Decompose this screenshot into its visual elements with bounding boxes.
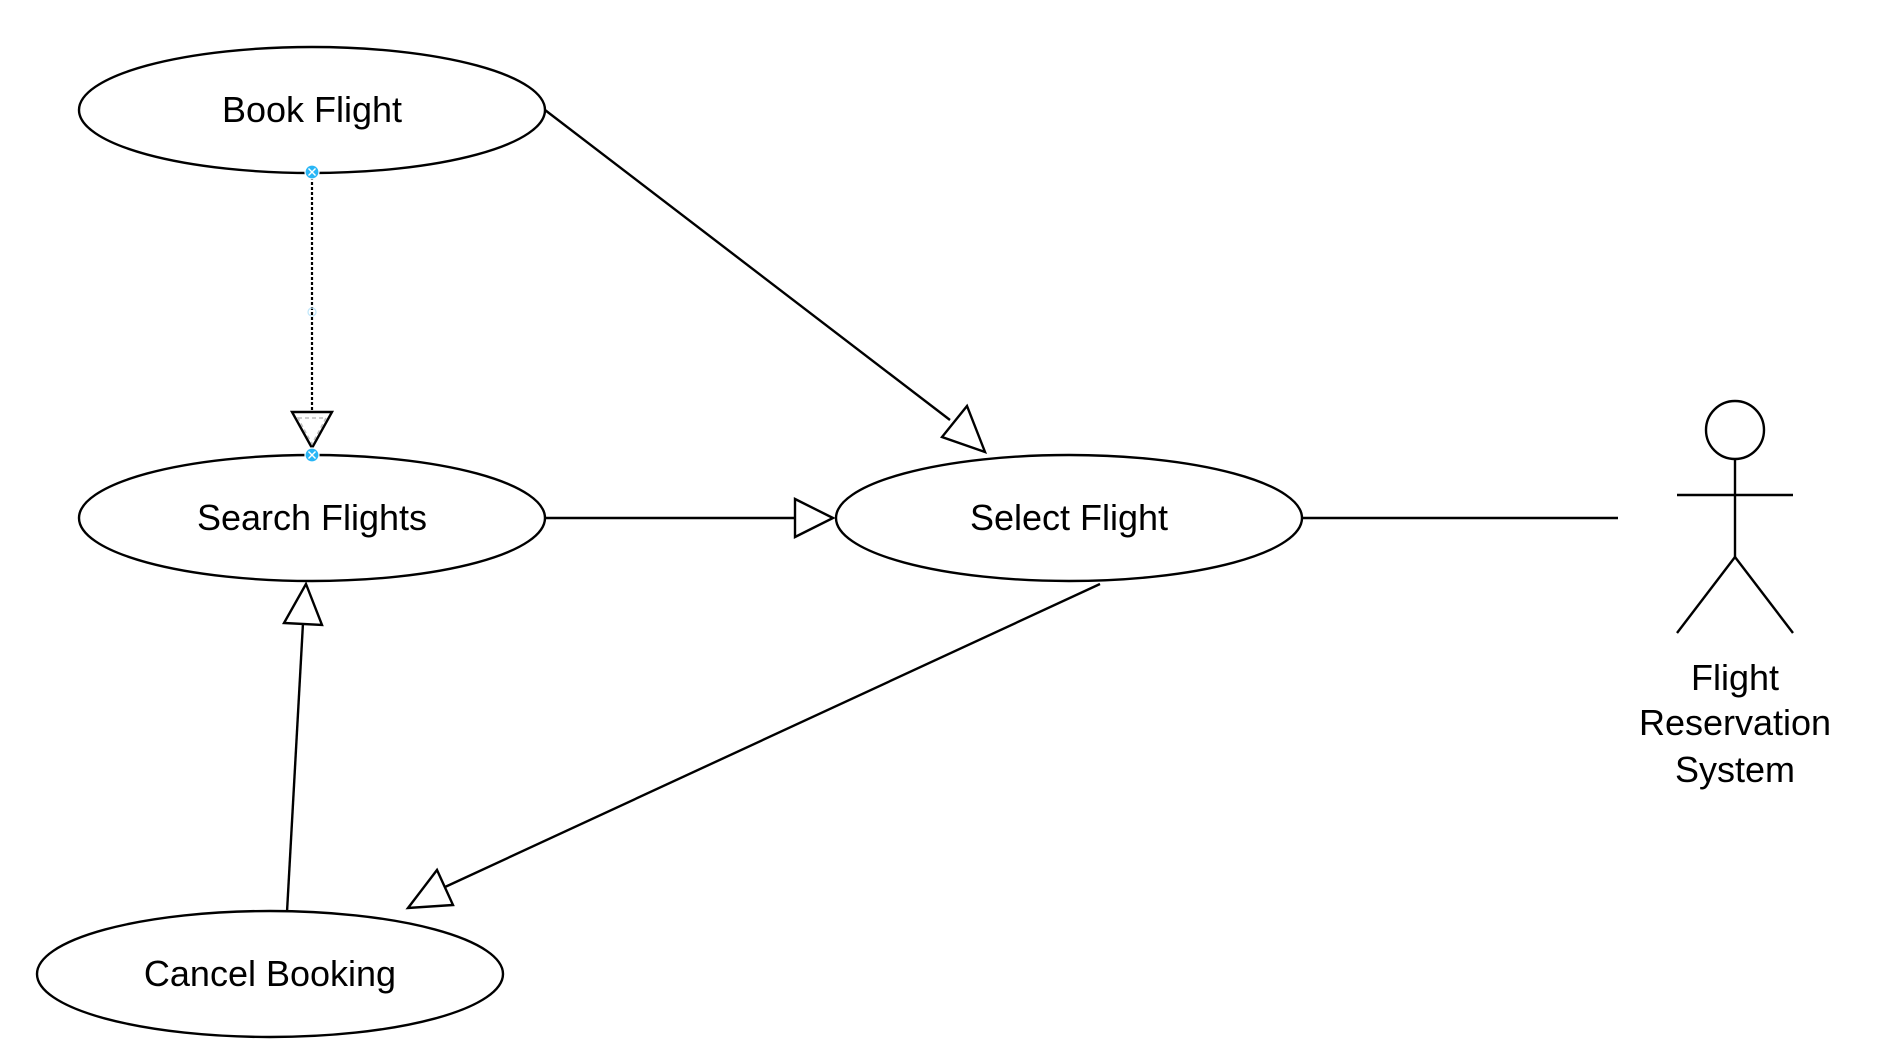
actor-label-line-3: System [1675,749,1795,790]
edge-book-to-select-arrowhead [939,403,988,454]
selection-handle-source[interactable] [304,164,320,180]
actor-label-line-1: Flight [1691,657,1779,698]
edge-cancel-to-search[interactable] [285,622,305,913]
use-case-select-flight-shape [834,453,1304,583]
actor-right-leg [1734,556,1794,634]
use-case-cancel-booking-shape [35,909,505,1039]
selection-handle-target[interactable] [304,447,320,463]
use-case-book-flight-label: Book Flight [222,89,402,130]
edge-select-to-cancel[interactable] [444,582,1101,889]
edge-book-to-select[interactable] [544,109,951,421]
use-case-select-flight-label: Select Flight [970,497,1168,538]
actor-head [1704,399,1766,461]
use-case-select-flight[interactable]: Select Flight [834,453,1304,583]
use-case-book-flight[interactable]: Book Flight [77,45,547,175]
use-case-cancel-booking[interactable]: Cancel Booking [35,909,505,1039]
actor-label-line-2: Reservation [1639,702,1831,743]
edge-select-to-cancel-arrowhead [405,867,455,910]
edge-cancel-to-search-arrowhead [282,581,324,627]
actor-left-leg [1676,556,1736,634]
use-case-cancel-booking-label: Cancel Booking [144,953,396,994]
use-case-search-flights-label: Search Flights [197,497,427,538]
edge-book-to-search-arrowhead-ghost [296,417,328,446]
edge-book-to-search-arrowhead [289,410,335,451]
use-case-search-flights[interactable]: Search Flights [77,453,547,583]
edge-search-to-select-arrowhead [793,497,836,539]
actor-flight-reservation-system[interactable]: Flight Reservation System [1639,399,1831,790]
selection-handle-midpoint[interactable] [307,307,317,317]
